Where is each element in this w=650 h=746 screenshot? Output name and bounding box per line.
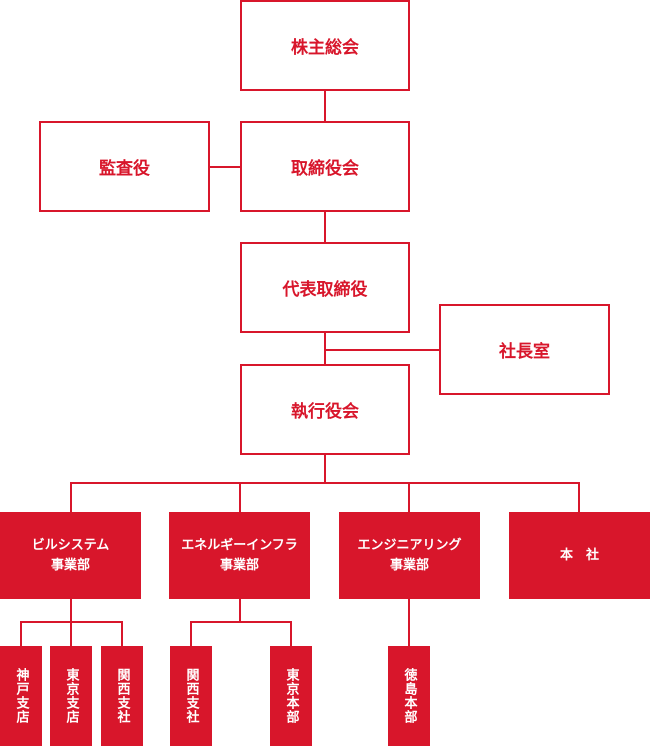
- branch-tokyo: 東京支店: [50, 646, 92, 746]
- division-label-line2: 事業部: [389, 557, 429, 573]
- division-head-office: 本 社: [509, 512, 650, 599]
- branch-kobe: 神戸支店: [0, 646, 42, 746]
- branch-tokushima-headquarters: 徳島本部: [388, 646, 430, 746]
- division-energy-infrastructure: エネルギーインフラ 事業部: [169, 512, 310, 599]
- connector-board-representative: [324, 211, 326, 243]
- connector-div1-branch-2: [70, 621, 72, 646]
- connector-shareholders-board: [324, 90, 326, 122]
- division-label-line1: エンジニアリング: [357, 537, 462, 553]
- division-label-line1: ビルシステム: [31, 537, 110, 553]
- connector-div2-horizontal: [190, 621, 292, 623]
- auditor-box: 監査役: [39, 121, 210, 212]
- division-building-systems: ビルシステム 事業部: [0, 512, 141, 599]
- branch-tokyo-headquarters: 東京本部: [270, 646, 312, 746]
- representative-director-box: 代表取締役: [240, 242, 410, 333]
- connector-representative-executive: [324, 332, 326, 365]
- connector-div1-branch-1: [20, 621, 22, 646]
- connector-div1-down: [70, 598, 72, 622]
- connector-div2-branch-2: [290, 621, 292, 646]
- connector-div3-down: [408, 598, 410, 646]
- connector-division-2: [239, 482, 241, 512]
- connector-division-3: [408, 482, 410, 512]
- connector-div2-down: [239, 598, 241, 622]
- connector-president-office: [325, 349, 440, 351]
- shareholders-meeting-box: 株主総会: [240, 0, 410, 91]
- connector-div1-branch-3: [121, 621, 123, 646]
- division-engineering: エンジニアリング 事業部: [339, 512, 480, 599]
- branch-kansai-1: 関西支社: [101, 646, 143, 746]
- division-label-line1: エネルギーインフラ: [181, 537, 298, 553]
- connector-executive-down: [324, 454, 326, 483]
- connector-division-4: [578, 482, 580, 512]
- division-label-line2: 事業部: [219, 557, 259, 573]
- division-label-line1: 本 社: [559, 547, 599, 563]
- executive-committee-box: 執行役会: [240, 364, 410, 455]
- connector-auditor-board: [209, 166, 240, 168]
- board-of-directors-box: 取締役会: [240, 121, 410, 212]
- division-label-line2: 事業部: [50, 557, 90, 573]
- branch-kansai-2: 関西支社: [170, 646, 212, 746]
- president-office-box: 社長室: [439, 304, 610, 395]
- connector-divisions-horizontal: [70, 482, 580, 484]
- connector-division-1: [70, 482, 72, 512]
- connector-div2-branch-1: [190, 621, 192, 646]
